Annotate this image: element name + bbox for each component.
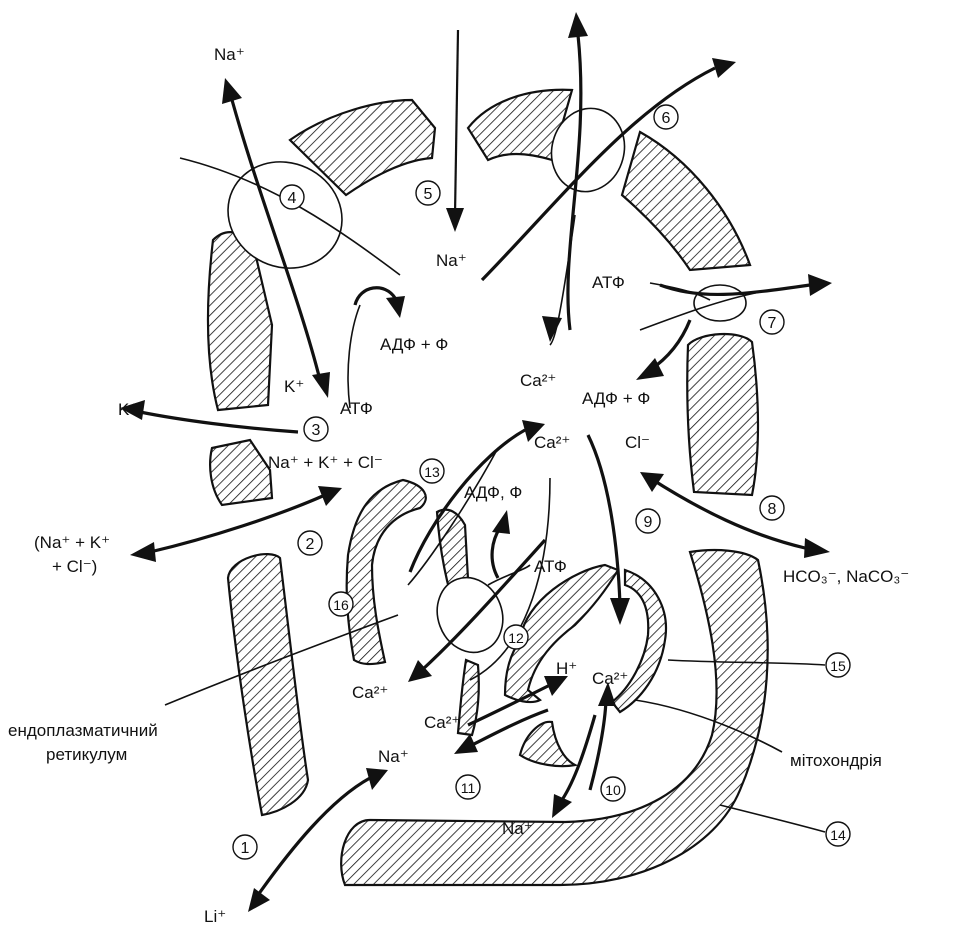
marker-5-label: 5 bbox=[424, 186, 433, 203]
marker-2-label: 2 bbox=[306, 536, 315, 553]
marker-11-label: 11 bbox=[461, 780, 476, 796]
label-er-1: ендоплазматичний bbox=[8, 721, 158, 740]
label-ca-exch: Ca²⁺ bbox=[424, 713, 460, 732]
label-atp-right: АТФ bbox=[592, 273, 625, 292]
marker-6-label: 6 bbox=[662, 110, 671, 127]
label-extracellular-1: (Na⁺ + K⁺ bbox=[34, 533, 110, 552]
label-atp-er: АТФ bbox=[534, 557, 567, 576]
label-ca-mito: Ca²⁺ bbox=[592, 669, 628, 688]
marker-12-label: 12 bbox=[508, 630, 524, 646]
er-left-arm bbox=[347, 480, 426, 664]
label-ca-er: Ca²⁺ bbox=[352, 683, 388, 702]
mitochondrion bbox=[505, 565, 666, 766]
label-er-2: ретикулум bbox=[46, 745, 127, 764]
marker-16-label: 16 bbox=[333, 597, 349, 613]
label-cotransport: Na⁺ + K⁺ + Cl⁻ bbox=[268, 453, 383, 472]
label-mitochondrion: мітохондрія bbox=[790, 751, 882, 770]
label-atp-pump: АТФ bbox=[340, 399, 373, 418]
arrow-er-atp bbox=[492, 528, 500, 578]
marker-9-label: 9 bbox=[644, 514, 653, 531]
pump-12 bbox=[427, 568, 513, 661]
label-k-out: K⁺ bbox=[118, 400, 138, 419]
marker-14-label: 14 bbox=[830, 827, 846, 843]
arrow-k-out bbox=[140, 412, 298, 432]
marker-15-label: 15 bbox=[830, 658, 846, 674]
arrow-atp-adp bbox=[355, 288, 395, 305]
membrane-top-right bbox=[622, 132, 750, 270]
label-adp-right: АДФ + Ф bbox=[582, 389, 650, 408]
arrow-ca-mito-out bbox=[590, 700, 606, 790]
label-ca-center: Ca²⁺ bbox=[520, 371, 556, 390]
marker-7-label: 7 bbox=[768, 315, 777, 332]
label-adp-pump: АДФ + Ф bbox=[380, 335, 448, 354]
membrane-right bbox=[687, 334, 758, 495]
marker-3-label: 3 bbox=[312, 422, 321, 439]
label-na-cyto: Na⁺ bbox=[378, 747, 409, 766]
membrane-left-small bbox=[210, 440, 272, 505]
label-na-mito: Na⁺ bbox=[502, 819, 533, 838]
marker-8-label: 8 bbox=[768, 501, 777, 518]
mito-crista bbox=[520, 722, 575, 766]
transporter-7 bbox=[694, 285, 746, 321]
label-hco3: HCO₃⁻, NaCO₃⁻ bbox=[783, 567, 909, 586]
label-li: Li⁺ bbox=[204, 907, 226, 926]
membrane-left-lower bbox=[228, 554, 308, 815]
label-extracellular-2: + Cl⁻) bbox=[52, 557, 97, 576]
marker-4-label: 4 bbox=[288, 190, 297, 207]
label-k-in: K⁺ bbox=[284, 377, 304, 396]
marker-10-label: 10 bbox=[605, 782, 621, 798]
marker-13-label: 13 bbox=[424, 464, 440, 480]
arrow-na-in bbox=[455, 30, 458, 215]
label-ca-center-2: Ca²⁺ bbox=[534, 433, 570, 452]
label-adp-er: АДФ, Ф bbox=[464, 483, 522, 502]
label-h-mito: H⁺ bbox=[556, 659, 577, 678]
label-na-mid: Na⁺ bbox=[436, 251, 467, 270]
marker-1-label: 1 bbox=[241, 840, 250, 857]
label-cl-right: Cl⁻ bbox=[625, 433, 650, 452]
label-na-top: Na⁺ bbox=[214, 45, 245, 64]
